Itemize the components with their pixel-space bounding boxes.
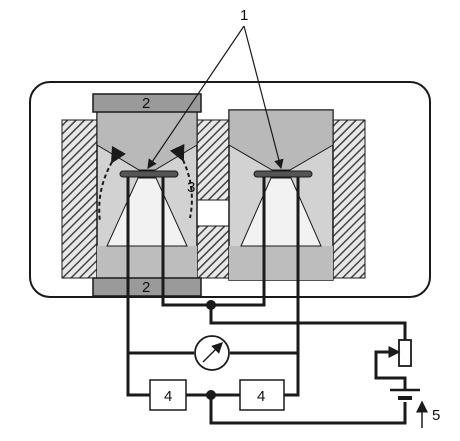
heater-filament-left [119,170,179,178]
heater-filament-right [253,170,313,178]
label-heater-element: 1 [240,7,248,24]
label-current-source: 5 [432,407,440,424]
flow-arrow-right [169,143,193,219]
hatched-block-middle-top [196,119,230,201]
right-upper-funnel [228,109,334,171]
amplifier-box-left [149,379,187,411]
galvanometer-icon [194,335,230,371]
variable-resistor-icon [386,339,412,367]
label-end-plate-bottom: 2 [142,279,150,296]
battery-icon [390,388,420,400]
amplifier-box-right [239,379,285,411]
hatched-block-right [332,119,366,279]
label-end-plate-top: 2 [142,95,150,112]
label-amplifier-left: 4 [164,388,172,405]
wiring [126,177,407,425]
label-flow-arrow: 3 [187,179,195,196]
hatched-block-left [61,119,98,279]
flow-arrow-left [98,145,126,223]
label-amplifier-right: 4 [257,388,265,405]
right-chamber-bottom-band [229,246,333,280]
end-plate-bottom [92,277,202,297]
junction-dot-top [206,300,216,310]
right-cone-cavity [240,177,322,247]
junction-dot-bottom [206,390,216,400]
leader-line-1b [243,25,284,170]
end-plate-top [92,93,202,113]
left-chamber-bottom-band [97,246,197,280]
leader-line-1a [147,25,245,169]
hatched-block-middle-bottom [196,225,230,279]
